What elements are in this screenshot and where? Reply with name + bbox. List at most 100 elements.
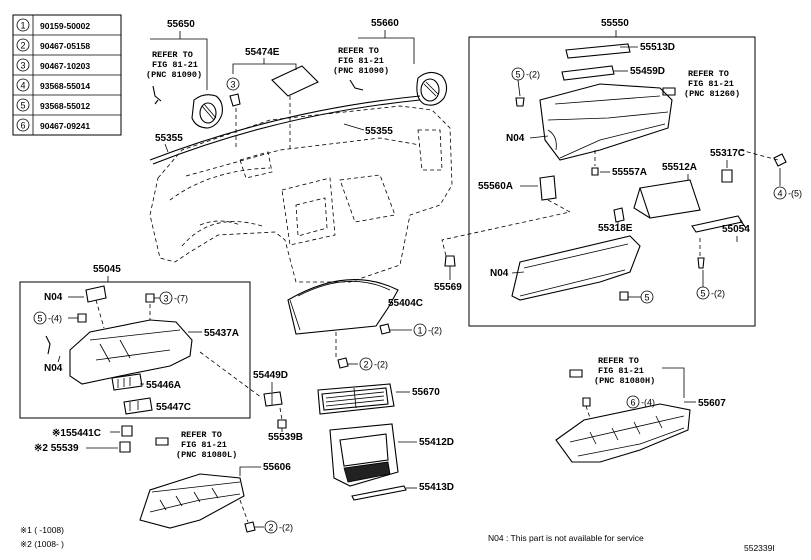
- svg-text:(PNC 81080H): (PNC 81080H): [594, 376, 655, 386]
- ref-note-81260: REFER TO FIG 81-21 (PNC 81260): [684, 69, 740, 99]
- legend-num: 3: [20, 61, 25, 71]
- svg-text:(PNC 81090): (PNC 81090): [333, 66, 389, 76]
- part-label-N04: N04: [490, 268, 509, 279]
- svg-text:-(2): -(2): [279, 523, 293, 533]
- svg-text:5: 5: [700, 289, 705, 299]
- part-label-55550: 55550: [601, 18, 629, 29]
- ref-note-81080L: REFER TO FIG 81-21 (PNC 81080L): [176, 430, 237, 460]
- part-label-55539B: 55539B: [268, 432, 303, 443]
- legend-code: 93568-55012: [40, 101, 90, 111]
- part-label-55441C: ※155441C: [52, 428, 101, 439]
- footnote-2: ※2 (1008- ): [20, 539, 64, 549]
- part-label-55557A: 55557A: [612, 167, 647, 178]
- part-label-55355: 55355: [155, 133, 183, 144]
- svg-text:-(4): -(4): [48, 314, 62, 324]
- lower-cover-55606: REFER TO FIG 81-21 (PNC 81080L) 55606 2 …: [139, 430, 293, 534]
- part-label-55446A: 55446A: [146, 380, 181, 391]
- legend-code: 90159-50002: [40, 21, 90, 31]
- svg-text:1: 1: [417, 326, 422, 336]
- fastener-legend-table: 1 90159-50002 2 90467-05158 3 90467-1020…: [12, 14, 122, 136]
- svg-text:5: 5: [644, 293, 649, 303]
- defroster-strip-55355: 55355 55355: [149, 95, 421, 165]
- svg-text:-(2): -(2): [526, 70, 540, 80]
- legend-row: 4 93568-55014: [16, 78, 90, 92]
- legend-num: 4: [20, 81, 25, 91]
- svg-text:FIG 81-21: FIG 81-21: [598, 366, 644, 376]
- part-label-55412D: 55412D: [419, 437, 454, 448]
- center-panel-55412D: 55412D: [329, 423, 454, 487]
- legend-row: 5 93568-55012: [16, 98, 90, 112]
- svg-text:REFER TO: REFER TO: [181, 430, 222, 440]
- cover-55474E: 55474E 3: [226, 47, 319, 150]
- footnote-1: ※1 ( -1008): [20, 525, 64, 535]
- clip-55539: ※2 55539: [34, 441, 131, 454]
- glove-box-group-frame: [468, 36, 756, 327]
- svg-text:FIG 81-21: FIG 81-21: [688, 79, 734, 89]
- part-label-55660: 55660: [371, 18, 399, 29]
- legend-code: 90467-10203: [40, 61, 90, 71]
- part-label-55317C: 55317C: [710, 148, 745, 159]
- lower-panel-55045: 55045 N04 3 -(7) 5 -(4) N04 55437A: [33, 264, 263, 415]
- part-label-55539: ※2 55539: [34, 443, 79, 454]
- svg-text:-(7): -(7): [174, 294, 188, 304]
- bracket-55449D: 55449D 55539B: [253, 370, 303, 443]
- svg-text:REFER TO: REFER TO: [338, 46, 379, 56]
- ref-note-81090-right: REFER TO FIG 81-21 (PNC 81090): [333, 46, 389, 76]
- legend-code: 93568-55014: [40, 81, 90, 91]
- glove-box-assembly-55550: 55550 55513D 55459D REFER TO FIG 81-21 (…: [441, 18, 750, 304]
- svg-text:FIG 81-21: FIG 81-21: [181, 440, 227, 450]
- part-label-55459D: 55459D: [630, 66, 665, 77]
- svg-text:4: 4: [777, 189, 782, 199]
- part-label-N04: N04: [44, 363, 63, 374]
- diagram-id: 552339I: [744, 543, 775, 553]
- svg-text:REFER TO: REFER TO: [152, 50, 193, 60]
- part-label-55569: 55569: [434, 282, 462, 293]
- trim-strip-55413D: 55413D: [351, 482, 454, 501]
- callout-5: 5: [640, 290, 654, 304]
- legend-code: 90467-09241: [40, 121, 90, 131]
- callout-5: 5 -(4): [33, 311, 62, 325]
- part-label-55054: 55054: [722, 224, 750, 235]
- part-label-55045: 55045: [93, 264, 121, 275]
- part-label-N04: N04: [506, 133, 525, 144]
- vent-55660: 55660 REFER TO FIG 81-21 (PNC 81090): [333, 18, 448, 106]
- callout-5: 5 -(2): [511, 67, 540, 81]
- n04-note: N04 : This part is not available for ser…: [488, 533, 644, 543]
- center-vent-55670: 55670: [317, 383, 440, 415]
- part-label-55607: 55607: [698, 398, 726, 409]
- svg-text:2: 2: [363, 360, 368, 370]
- legend-num: 1: [20, 21, 25, 31]
- ref-note-81080H: REFER TO FIG 81-21 (PNC 81080H): [594, 356, 655, 386]
- svg-text:FIG 81-21: FIG 81-21: [152, 60, 198, 70]
- part-label-55355: 55355: [365, 126, 393, 137]
- legend-num: 2: [20, 41, 25, 51]
- svg-text:-(4): -(4): [641, 398, 655, 408]
- part-label-55437A: 55437A: [204, 328, 239, 339]
- svg-text:3: 3: [230, 80, 235, 90]
- svg-text:-(2): -(2): [428, 326, 442, 336]
- svg-text:-(2): -(2): [711, 289, 725, 299]
- part-label-55670: 55670: [412, 387, 440, 398]
- clip-55569: 55569: [434, 255, 462, 293]
- svg-text:6: 6: [630, 398, 635, 408]
- legend-row: 3 90467-10203: [16, 58, 90, 72]
- legend-num: 6: [20, 121, 25, 131]
- ref-note-81090-left: REFER TO FIG 81-21 (PNC 81090): [146, 50, 202, 80]
- part-label-55413D: 55413D: [419, 482, 454, 493]
- svg-text:(PNC 81260): (PNC 81260): [684, 89, 740, 99]
- part-label-55650: 55650: [167, 19, 195, 30]
- callout-3: 3 -(7): [159, 291, 188, 305]
- part-label-55560A: 55560A: [478, 181, 513, 192]
- part-label-55606: 55606: [263, 462, 291, 473]
- callout-2: 2 -(2): [359, 357, 388, 371]
- part-label-55449D: 55449D: [253, 370, 288, 381]
- svg-text:REFER TO: REFER TO: [688, 69, 729, 79]
- callout-2: 2 -(2): [264, 520, 293, 534]
- callout-3: [226, 77, 240, 91]
- svg-text:(PNC 81080L): (PNC 81080L): [176, 450, 237, 460]
- svg-text:REFER TO: REFER TO: [598, 356, 639, 366]
- svg-text:(PNC 81090): (PNC 81090): [146, 70, 202, 80]
- callout-6: 6 -(4): [626, 395, 655, 409]
- vent-55650: 55650 REFER TO FIG 81-21 (PNC 81090): [146, 19, 223, 129]
